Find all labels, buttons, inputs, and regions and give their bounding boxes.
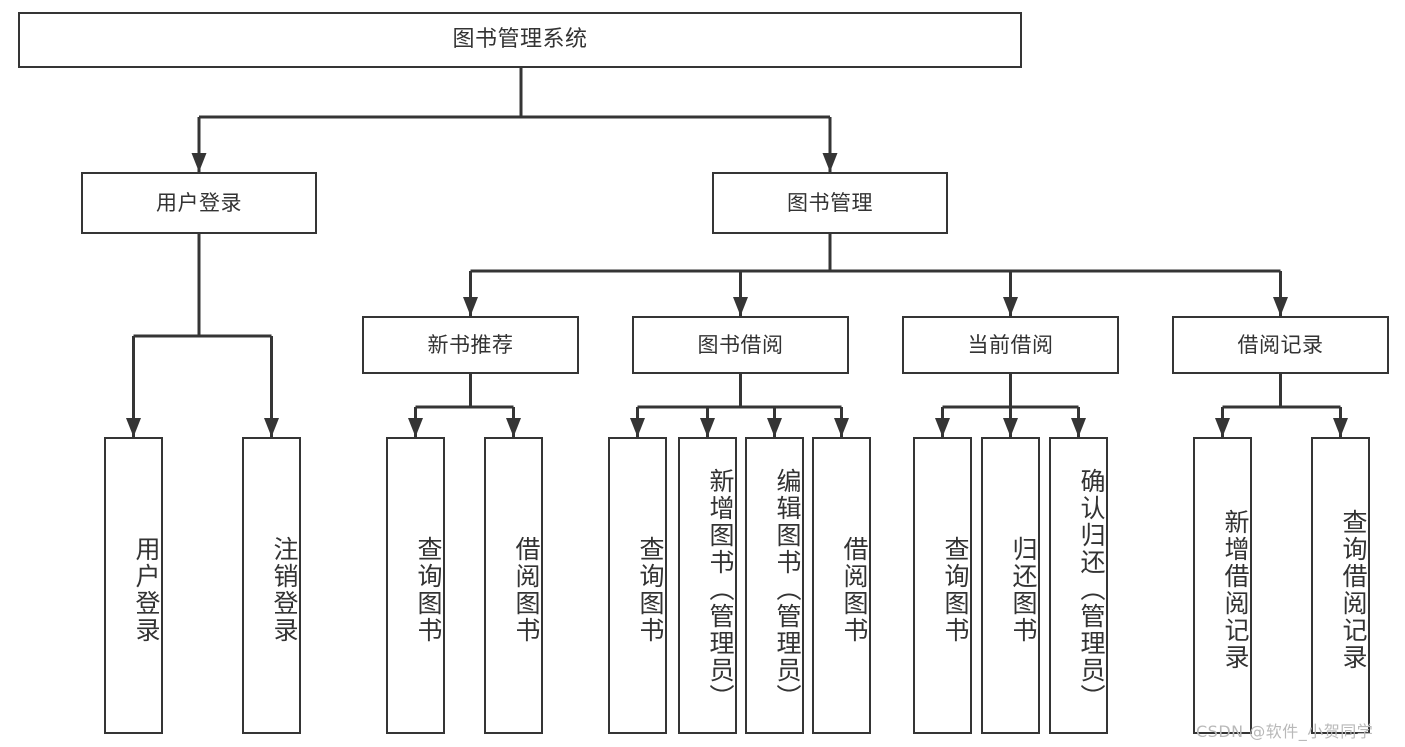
arrowhead-n-borrow-record bbox=[1273, 297, 1288, 316]
arrowhead-n-current-borrow bbox=[1003, 297, 1018, 316]
node-label: 图书管理系统 bbox=[452, 27, 588, 53]
arrowhead-n-user-login bbox=[191, 153, 207, 172]
arrowhead-l-borrow-add-book bbox=[700, 418, 715, 437]
node-label: 图书借阅 bbox=[697, 332, 784, 357]
arrowhead-l-user-logout bbox=[264, 418, 279, 437]
arrowhead-n-book-manage bbox=[822, 153, 838, 172]
arrowhead-l-cur-return-book bbox=[1003, 418, 1018, 437]
arrowhead-l-borrow-query-book bbox=[630, 418, 645, 437]
node-l-cur-return-book[interactable]: 归还图书 bbox=[981, 437, 1040, 734]
arrowhead-l-rec-query-record bbox=[1333, 418, 1348, 437]
arrowhead-l-user-login bbox=[126, 418, 141, 437]
node-l-cur-query-book[interactable]: 查询图书 bbox=[913, 437, 972, 734]
arrowhead-l-cur-query-book bbox=[935, 418, 950, 437]
node-n-user-login[interactable]: 用户登录 bbox=[81, 172, 317, 234]
node-label: 用户登录 bbox=[132, 535, 161, 644]
arrowhead-l-cur-confirm-return bbox=[1071, 418, 1086, 437]
arrowhead-l-rec-add-record bbox=[1215, 418, 1230, 437]
node-label: 新增图书（管理员） bbox=[706, 468, 735, 711]
node-l-borrow-edit-book[interactable]: 编辑图书（管理员） bbox=[745, 437, 804, 734]
node-n-book-borrow[interactable]: 图书借阅 bbox=[632, 316, 849, 374]
node-label: 借阅图书 bbox=[512, 535, 541, 644]
node-l-rec-add-record[interactable]: 新增借阅记录 bbox=[1193, 437, 1252, 734]
node-l-user-logout[interactable]: 注销登录 bbox=[242, 437, 301, 734]
node-label: 查询图书 bbox=[414, 535, 443, 644]
node-label: 图书管理 bbox=[787, 190, 873, 215]
node-l-rec-query-book[interactable]: 查询图书 bbox=[386, 437, 445, 734]
node-l-rec-borrow-book[interactable]: 借阅图书 bbox=[484, 437, 543, 734]
node-label: 用户登录 bbox=[156, 190, 242, 215]
node-root[interactable]: 图书管理系统 bbox=[18, 12, 1022, 68]
arrowhead-l-rec-query-book bbox=[408, 418, 423, 437]
node-l-user-login[interactable]: 用户登录 bbox=[104, 437, 163, 734]
node-label: 新增借阅记录 bbox=[1221, 508, 1250, 671]
node-n-current-borrow[interactable]: 当前借阅 bbox=[902, 316, 1119, 374]
arrowhead-n-book-borrow bbox=[733, 297, 748, 316]
arrowhead-n-new-book-rec bbox=[463, 297, 478, 316]
node-l-rec-query-record[interactable]: 查询借阅记录 bbox=[1311, 437, 1370, 734]
node-label: 确认归还（管理员） bbox=[1077, 468, 1106, 711]
node-label: 借阅记录 bbox=[1237, 332, 1324, 357]
node-label: 查询图书 bbox=[636, 535, 665, 644]
node-label: 当前借阅 bbox=[967, 332, 1054, 357]
node-n-new-book-rec[interactable]: 新书推荐 bbox=[362, 316, 579, 374]
arrowhead-l-borrow-borrow-book bbox=[834, 418, 849, 437]
node-label: 新书推荐 bbox=[427, 332, 514, 357]
node-l-borrow-query-book[interactable]: 查询图书 bbox=[608, 437, 667, 734]
arrowhead-l-rec-borrow-book bbox=[506, 418, 521, 437]
node-label: 查询借阅记录 bbox=[1339, 508, 1368, 671]
node-n-borrow-record[interactable]: 借阅记录 bbox=[1172, 316, 1389, 374]
node-label: 编辑图书（管理员） bbox=[773, 468, 802, 711]
node-label: 借阅图书 bbox=[840, 535, 869, 644]
watermark-text: CSDN @软件_小贺同学 bbox=[1196, 722, 1374, 741]
node-l-borrow-add-book[interactable]: 新增图书（管理员） bbox=[678, 437, 737, 734]
node-n-book-manage[interactable]: 图书管理 bbox=[712, 172, 948, 234]
node-label: 查询图书 bbox=[941, 535, 970, 644]
node-l-cur-confirm-return[interactable]: 确认归还（管理员） bbox=[1049, 437, 1108, 734]
arrowhead-l-borrow-edit-book bbox=[767, 418, 782, 437]
node-l-borrow-borrow-book[interactable]: 借阅图书 bbox=[812, 437, 871, 734]
node-label: 注销登录 bbox=[270, 535, 299, 644]
node-label: 归还图书 bbox=[1009, 535, 1038, 644]
